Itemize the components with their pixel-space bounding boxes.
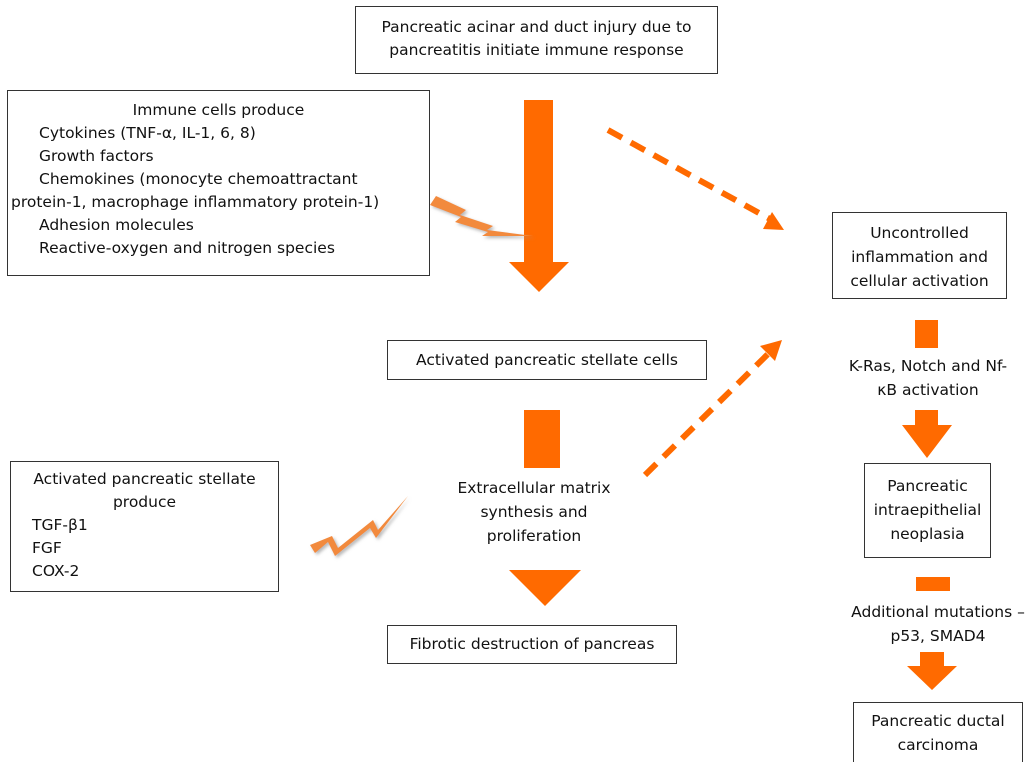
pin-line: intraepithelial xyxy=(873,501,982,519)
activated-stellate-cells-label: Activated pancreatic stellate cells xyxy=(416,351,678,369)
fibrotic-down-arrow xyxy=(509,570,581,606)
mutations-block-arrow xyxy=(916,577,950,591)
stellate-produce-title: produce xyxy=(112,493,177,511)
pin-down-arrow xyxy=(902,410,952,458)
stellate-produce-item: FGF xyxy=(32,539,62,557)
kras-line: K-Ras, Notch and Nf- xyxy=(848,357,1008,375)
dashed-arrow-upper-head xyxy=(763,212,784,230)
stellate-produce-item: TGF-β1 xyxy=(32,516,88,534)
uncontrolled-line: cellular activation xyxy=(850,272,989,290)
pancreatic-ductal-carcinoma-box: Pancreatic ductal carcinoma xyxy=(853,702,1023,762)
pdac-line: Pancreatic ductal xyxy=(871,712,1005,730)
uncontrolled-line: inflammation and xyxy=(851,248,988,266)
fibrotic-label: Fibrotic destruction of pancreas xyxy=(409,635,655,653)
dashed-arrow-upper xyxy=(606,127,772,222)
stellate-produce-box: Activated pancreatic stellate produce TG… xyxy=(10,461,279,592)
kras-block-arrow xyxy=(915,320,938,348)
kras-notch-label: K-Ras, Notch and Nf- κB activation xyxy=(833,354,1023,402)
pdac-line: carcinoma xyxy=(897,736,979,754)
uncontrolled-line: Uncontrolled xyxy=(870,224,969,242)
immune-item: Cytokines (TNF-α, IL-1, 6, 8) xyxy=(39,124,256,142)
injury-line: Pancreatic acinar and duct injury due to xyxy=(381,18,692,36)
pdac-down-arrow xyxy=(907,652,957,690)
immune-item: Chemokines (monocyte chemoattractant xyxy=(39,170,358,188)
stellate-produce-title: Activated pancreatic stellate xyxy=(33,470,256,488)
ecm-label: Extracellular matrix synthesis and proli… xyxy=(439,476,629,548)
injury-box: Pancreatic acinar and duct injury due to… xyxy=(355,6,718,74)
ecm-line: Extracellular matrix xyxy=(457,479,611,497)
activated-stellate-cells-box: Activated pancreatic stellate cells xyxy=(387,340,707,380)
injury-line: pancreatitis initiate immune response xyxy=(389,41,684,59)
pin-line: neoplasia xyxy=(890,525,965,543)
dashed-arrow-lower-head xyxy=(760,340,782,361)
stellate-produce-item: COX-2 xyxy=(32,562,80,580)
ecm-block-arrow xyxy=(524,410,560,468)
dashed-arrow-lower xyxy=(642,350,772,478)
immune-item: Adhesion molecules xyxy=(39,216,194,234)
immune-cells-title: Immune cells produce xyxy=(132,101,305,119)
ecm-line: synthesis and xyxy=(480,503,588,521)
fibrotic-destruction-box: Fibrotic destruction of pancreas xyxy=(387,625,677,664)
mutations-line: p53, SMAD4 xyxy=(890,627,986,645)
immune-item: Growth factors xyxy=(39,147,154,165)
ecm-line: proliferation xyxy=(486,527,582,545)
main-down-arrow xyxy=(509,100,569,292)
lightning-bolt-icon xyxy=(430,196,533,236)
pin-box: Pancreatic intraepithelial neoplasia xyxy=(864,463,991,558)
pin-line: Pancreatic xyxy=(887,477,968,495)
kras-line: κB activation xyxy=(877,381,979,399)
immune-item: Reactive-oxygen and nitrogen species xyxy=(39,239,335,257)
mutations-line: Additional mutations – xyxy=(851,603,1025,621)
immune-item: protein-1, macrophage inflammatory prote… xyxy=(11,193,380,211)
immune-cells-box: Immune cells produce Cytokines (TNF-α, I… xyxy=(7,90,430,276)
additional-mutations-label: Additional mutations – p53, SMAD4 xyxy=(843,600,1033,648)
uncontrolled-inflammation-box: Uncontrolled inflammation and cellular a… xyxy=(832,212,1007,299)
lightning-bolt-icon xyxy=(310,496,408,556)
